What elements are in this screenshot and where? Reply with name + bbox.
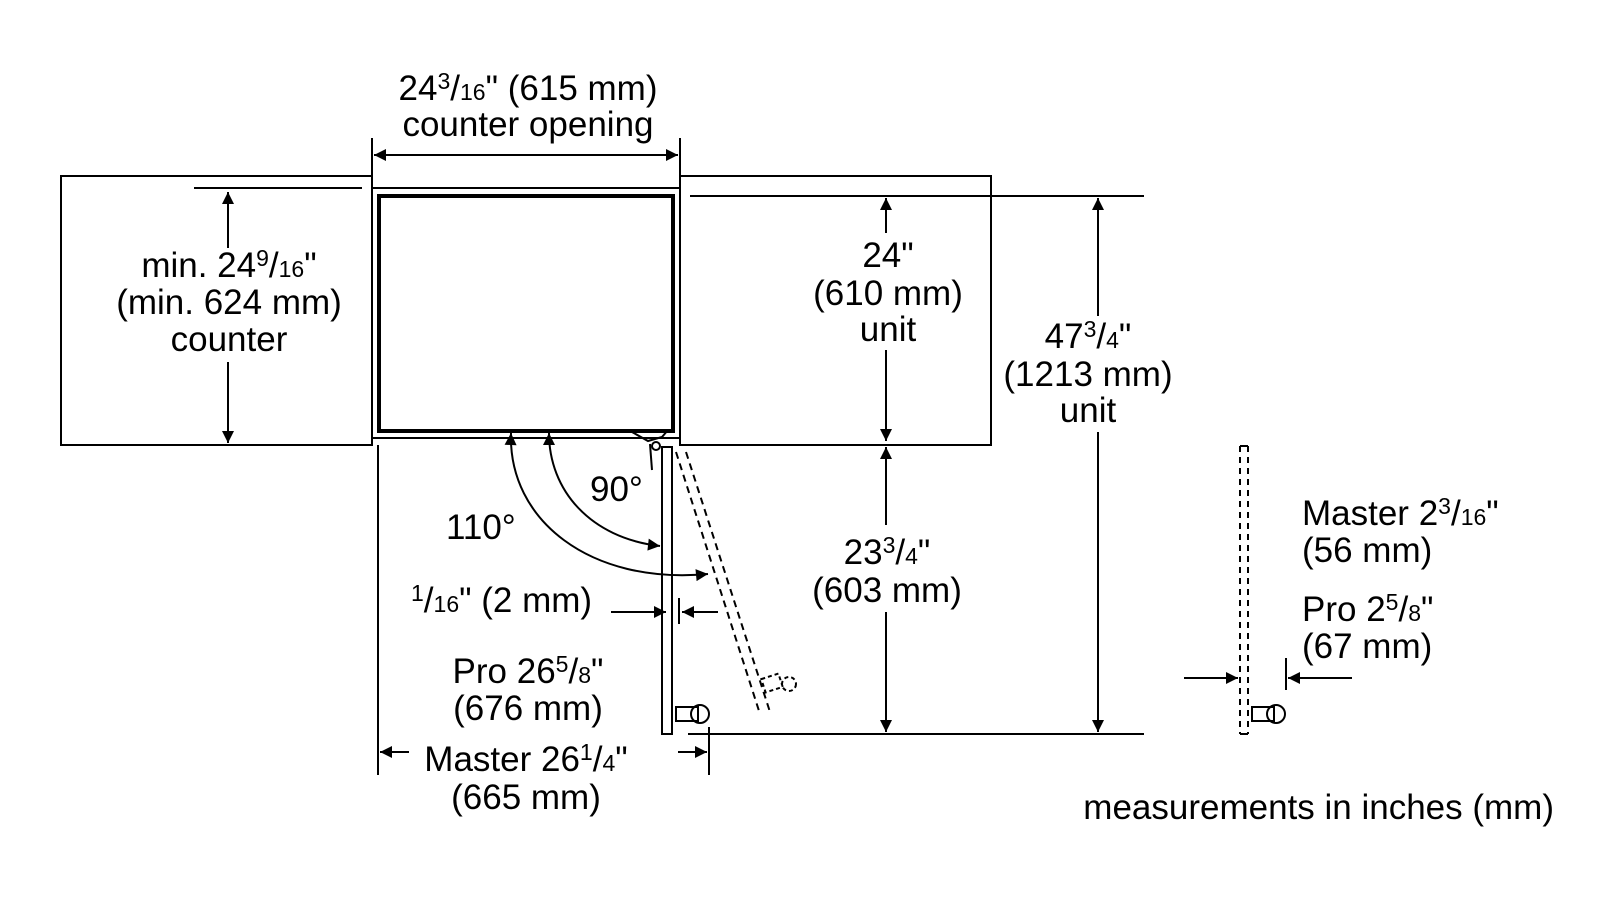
svg-text:473/4": 473/4" <box>1045 316 1132 356</box>
gap-label: 1/16" (2 mm) <box>411 580 592 620</box>
angle-90-label: 90° <box>590 470 643 509</box>
svg-text:24": 24" <box>862 236 913 275</box>
svg-text:Pro 265/8": Pro 265/8" <box>453 651 604 691</box>
svg-text:counter: counter <box>171 320 288 359</box>
svg-text:243/16" (615 mm): 243/16" (615 mm) <box>399 68 658 108</box>
master-depth-label: Master 261/4" (665 mm) <box>424 739 627 817</box>
door-depth-label: 233/4" (603 mm) <box>812 532 962 610</box>
unit-depth-label: 24" (610 mm) unit <box>813 236 963 349</box>
dimension-lines <box>194 138 1352 775</box>
unit-total-height-label: 473/4" (1213 mm) unit <box>1003 316 1172 430</box>
svg-text:(603 mm): (603 mm) <box>812 571 962 610</box>
svg-text:(56 mm): (56 mm) <box>1302 531 1432 570</box>
svg-text:(665 mm): (665 mm) <box>451 778 601 817</box>
units-footnote: measurements in inches (mm) <box>1083 788 1554 827</box>
svg-text:(676 mm): (676 mm) <box>453 689 603 728</box>
svg-text:(610 mm): (610 mm) <box>813 274 963 313</box>
svg-text:counter opening: counter opening <box>402 105 653 144</box>
pro-handle-label: Pro 25/8" (67 mm) <box>1302 589 1433 666</box>
svg-text:(1213 mm): (1213 mm) <box>1003 355 1172 394</box>
svg-text:unit: unit <box>860 310 917 349</box>
angle-110-label: 110° <box>446 508 516 547</box>
svg-text:Pro 25/8": Pro 25/8" <box>1302 589 1433 629</box>
svg-text:233/4": 233/4" <box>844 532 931 572</box>
counter-depth-label: min. 249/16" (min. 624 mm) counter <box>116 245 342 359</box>
pro-depth-label: Pro 265/8" (676 mm) <box>453 651 604 728</box>
door-open-110 <box>675 451 797 715</box>
counter-opening-label: 243/16" (615 mm) counter opening <box>399 68 658 144</box>
svg-text:(min. 624 mm): (min. 624 mm) <box>116 283 342 322</box>
master-handle-label: Master 23/16" (56 mm) <box>1302 493 1499 570</box>
svg-text:min. 249/16": min. 249/16" <box>141 245 316 285</box>
svg-text:Master 23/16": Master 23/16" <box>1302 493 1499 533</box>
appliance-unit <box>371 187 681 439</box>
svg-text:(67 mm): (67 mm) <box>1302 627 1432 666</box>
svg-text:unit: unit <box>1060 391 1117 430</box>
handle-detail <box>1239 445 1286 735</box>
svg-text:1/16" (2 mm): 1/16" (2 mm) <box>411 580 592 620</box>
svg-text:Master 261/4": Master 261/4" <box>424 739 627 779</box>
door-open-90 <box>661 446 710 735</box>
